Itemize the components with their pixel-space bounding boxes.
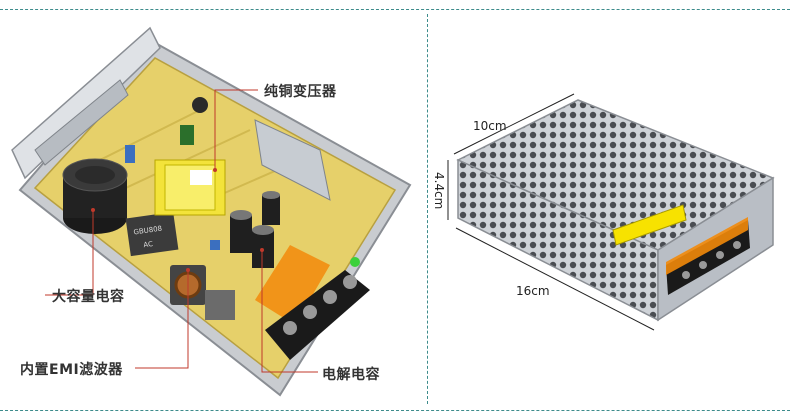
callout-bulk-capacitor: 大容量电容 <box>52 289 125 305</box>
internal-view-photo: GBU808 AC <box>11 26 412 397</box>
dimension-length: 16cm <box>516 284 550 298</box>
bottom-dashed-border <box>0 410 790 411</box>
bulk-capacitor-shape <box>62 158 128 234</box>
callout-line-electrolytic <box>261 250 318 373</box>
enclosure-illustration <box>447 93 775 331</box>
callout-line-emi <box>135 270 189 369</box>
dimension-width: 10cm <box>473 119 507 133</box>
dimension-height: 4.4cm <box>432 172 446 210</box>
callout-line-capacitor <box>45 210 94 296</box>
callout-emi-filter: 内置EMI滤波器 <box>20 362 123 378</box>
terminal-block-shape <box>255 245 370 360</box>
bridge-marking-top: GBU808 <box>133 225 163 237</box>
length-dim-line <box>455 227 655 331</box>
bridge-marking-bottom: AC <box>143 240 154 249</box>
top-dashed-border <box>0 9 790 10</box>
callout-electrolytic-capacitor: 电解电容 <box>322 367 380 383</box>
enclosure-dimensions-photo: 10cm 4.4cm 16cm <box>428 0 790 420</box>
internal-view-illustration: GBU808 AC <box>11 26 412 397</box>
panel-divider <box>427 14 428 404</box>
callout-transformer: 纯铜变压器 <box>264 84 337 100</box>
transformer-shape <box>154 159 226 216</box>
width-dim-line <box>453 93 575 155</box>
callout-line-transformer <box>214 89 258 170</box>
